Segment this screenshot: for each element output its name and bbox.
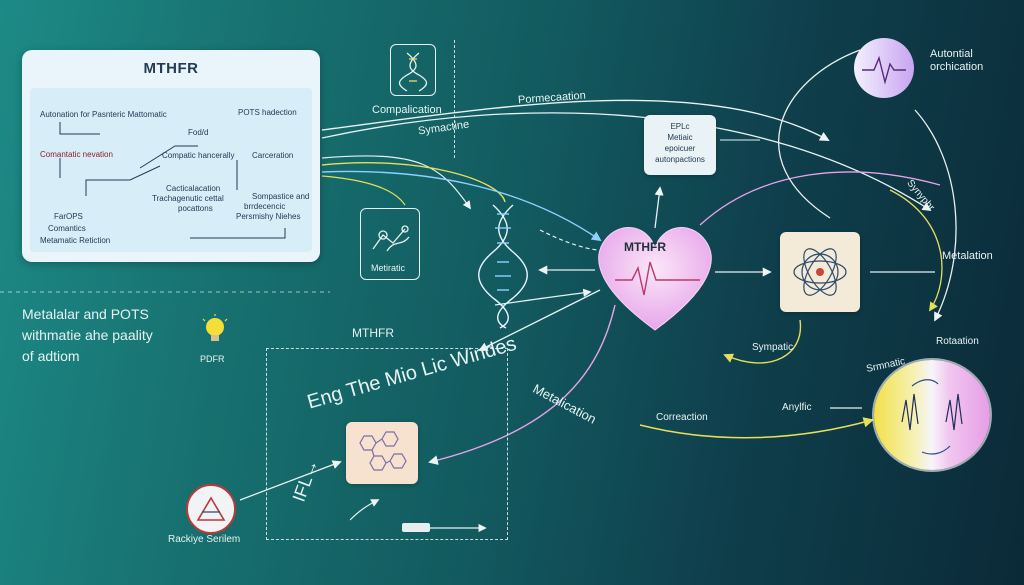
lower-box-title: MTHFR: [352, 326, 394, 340]
panel-item: Autonation for Pasnteric Mattomatic: [40, 110, 167, 119]
left-heading-line: of adtiom: [22, 348, 80, 364]
lightbulb-icon: [202, 314, 228, 341]
flow-arrow: [321, 170, 602, 242]
left-heading-line: Metalalar and POTS: [22, 306, 149, 322]
panel-body: Autonation for Pasnteric Mattomatic POTS…: [30, 88, 312, 252]
atom-tile: [780, 232, 860, 312]
panel-item: POTS hadection: [238, 108, 297, 117]
flow-arrow: [639, 417, 875, 439]
metiratic-label: Metiratic: [371, 263, 406, 273]
panel-item: Sompastice and: [252, 192, 310, 201]
flow-arrow: [914, 109, 957, 322]
rotaation-label: Rotaation: [936, 336, 979, 347]
panel-item: Cacticalacation: [166, 184, 221, 193]
triangle-icon: [196, 496, 226, 521]
panel-item: Compatic hancerally: [162, 151, 235, 160]
metalation-label: Metalation: [942, 250, 993, 262]
heart-label: MTHFR: [624, 240, 666, 254]
panel-item: FarOPS: [54, 212, 83, 221]
flow-arrow: [321, 175, 406, 206]
panel-item: Carceration: [252, 151, 294, 160]
flow-arrow: [349, 499, 380, 521]
flow-arrow: [889, 189, 943, 312]
panel-item: Trachagenutic cettal: [152, 194, 224, 203]
left-heading-line: withmatie ahe paality: [22, 327, 153, 343]
flow-arrow: [494, 288, 592, 306]
metiratic-tile: Metiratic: [360, 208, 420, 280]
panel-connectors: [59, 122, 286, 239]
rackiye-label: Rackiye Serilem: [168, 534, 241, 545]
panel-item: Comantatic nevation: [40, 150, 113, 159]
flow-arrow: [321, 99, 830, 141]
hexagon-molecule-icon: [359, 431, 407, 471]
warning-circle: [186, 484, 236, 534]
flow-arrow: [539, 229, 599, 251]
flow-arrow: [239, 460, 342, 501]
balance-icon: [901, 379, 963, 455]
balance-circle: [874, 360, 990, 470]
pdfr-label: PDFR: [200, 354, 225, 364]
lower-dashed-box: [266, 348, 508, 540]
ecg-icon: [862, 55, 906, 85]
dna-icon: [398, 52, 428, 92]
anylfic-label: Anylfic: [782, 402, 812, 413]
flow-arrow: [321, 112, 932, 211]
bar-marker: [402, 523, 430, 532]
dna-helix-icon: [478, 204, 528, 329]
flow-arrow: [321, 155, 471, 210]
info-box: EPLc Metiaic epoicuer autonpactions: [644, 115, 716, 175]
info-line: epoicuer: [664, 144, 696, 153]
molecule-tile: [346, 422, 418, 484]
heartbeat-trace: [615, 261, 700, 296]
compalication-label: Compalication: [372, 104, 442, 116]
panel-item: pocattons: [178, 204, 213, 213]
info-line: Metiaic: [667, 133, 693, 142]
atom-icon: [793, 248, 847, 296]
dna-tile: [390, 44, 436, 96]
flow-arrow: [428, 304, 616, 465]
orchication-label: orchication: [930, 61, 984, 73]
panel-title: MTHFR: [143, 60, 199, 77]
autontial-label: Autontial: [930, 48, 973, 60]
info-line: EPLc: [670, 122, 690, 131]
correaction-label: Correaction: [656, 412, 708, 423]
divider-dashed: [356, 40, 455, 158]
panel-item: Persmishy Niehes: [236, 212, 301, 221]
flow-arrow: [778, 49, 861, 219]
flow-arrow: [699, 171, 941, 226]
molecule-icon: [372, 225, 410, 252]
flow-arrow: [723, 319, 802, 364]
panel-item: Comantics: [48, 224, 86, 233]
flow-arrow: [654, 186, 664, 229]
flow-arrow: [321, 162, 506, 203]
sympatic-label: Sympatic: [752, 342, 794, 353]
panel-item: Metamatic Retiction: [40, 236, 111, 245]
info-line: autonpactions: [655, 155, 705, 164]
summary-panel: MTHFR Autonation for Pasnteric Mattomati…: [22, 50, 320, 262]
panel-item: Fod/d: [188, 128, 209, 137]
panel-item: brrdecencic: [244, 202, 286, 211]
ecg-circle: [854, 38, 914, 98]
